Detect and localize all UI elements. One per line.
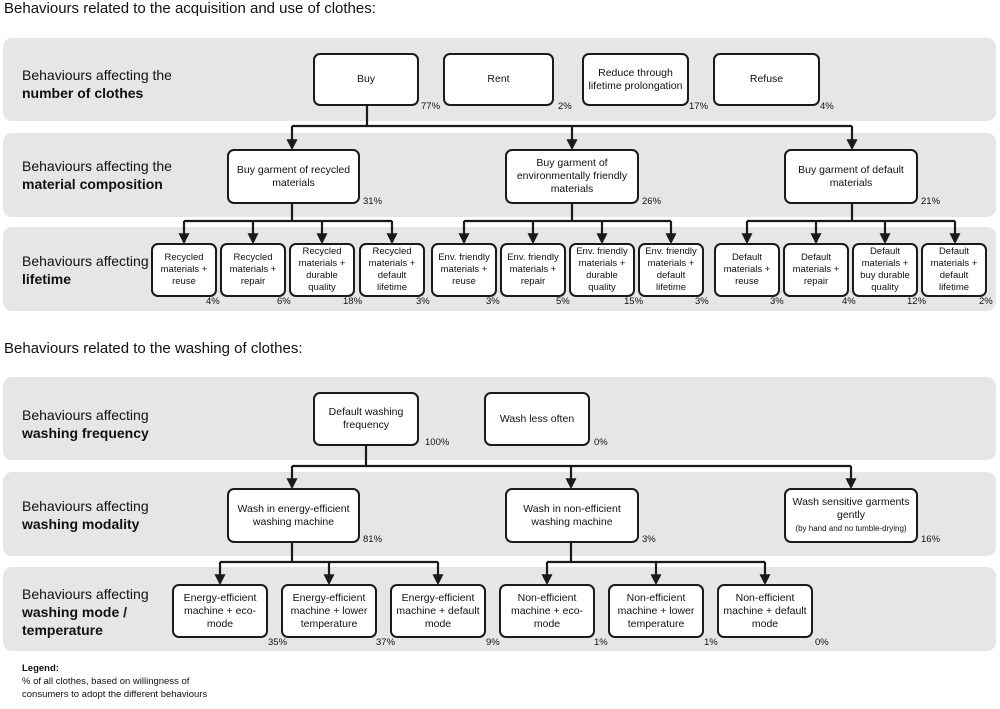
- box-mode-2: Energy-efficient machine + lower tempera…: [281, 584, 377, 638]
- wash-gently-note: (by hand and no tumble-drying): [795, 524, 907, 533]
- row-label-text: Behaviours affecting: [22, 498, 149, 514]
- box-non-efficient-machine: Wash in non-efficient washing machine: [505, 488, 639, 543]
- box-env-friendly-materials: Buy garment of environmentally friendly …: [505, 149, 639, 204]
- legend-title: Legend:: [22, 663, 59, 674]
- box-buy: Buy: [313, 53, 419, 106]
- washing-section-title: Behaviours related to the washing of clo…: [4, 340, 303, 357]
- pct-lifetime-1: 4%: [206, 296, 220, 307]
- row-label-bold: material composition: [22, 176, 163, 192]
- box-lifetime-1: Recycled materials + reuse: [151, 243, 217, 297]
- box-mode-5: Non-efficient machine + lower temperatur…: [608, 584, 704, 638]
- pct-recycled-materials: 31%: [363, 196, 383, 207]
- pct-non-efficient-machine: 3%: [642, 534, 656, 545]
- pct-lifetime-12: 2%: [979, 296, 993, 307]
- pct-mode-4: 1%: [594, 637, 608, 648]
- pct-mode-3: 9%: [486, 637, 500, 648]
- pct-lifetime-2: 6%: [277, 296, 291, 307]
- pct-lifetime-4: 3%: [416, 296, 430, 307]
- box-lifetime-6: Env. friendly materials + repair: [500, 243, 566, 297]
- box-lifetime-5: Env. friendly materials + reuse: [431, 243, 497, 297]
- box-lifetime-2: Recycled materials + repair: [220, 243, 286, 297]
- pct-rent: 2%: [558, 101, 572, 112]
- box-recycled-materials: Buy garment of recycled materials: [227, 149, 360, 204]
- pct-default-washing-frequency: 100%: [425, 437, 450, 448]
- row-label-frequency: Behaviours affecting washing frequency: [22, 406, 149, 442]
- pct-lifetime-6: 5%: [556, 296, 570, 307]
- box-mode-1: Energy-efficient machine + eco-mode: [172, 584, 268, 638]
- row-label-text: Behaviours affecting: [22, 586, 149, 602]
- row-label-text: Behaviours affecting: [22, 407, 149, 423]
- row-label-mode: Behaviours affecting washing mode / temp…: [22, 585, 162, 639]
- pct-env-friendly-materials: 26%: [642, 196, 662, 207]
- box-mode-6: Non-efficient machine + default mode: [717, 584, 813, 638]
- box-energy-efficient-machine: Wash in energy-efficient washing machine: [227, 488, 360, 543]
- box-wash-gently: Wash sensitive garments gently (by hand …: [784, 488, 918, 543]
- box-mode-3: Energy-efficient machine + default mode: [390, 584, 486, 638]
- row-label-number: Behaviours affecting the number of cloth…: [22, 66, 172, 102]
- row-label-bold: number of clothes: [22, 85, 144, 101]
- pct-mode-1: 35%: [268, 637, 288, 648]
- pct-lifetime-11: 12%: [907, 296, 927, 307]
- pct-wash-less-often: 0%: [594, 437, 608, 448]
- box-default-materials: Buy garment of default materials: [784, 149, 918, 204]
- row-label-bold: washing frequency: [22, 425, 149, 441]
- box-wash-less-often: Wash less often: [484, 392, 590, 446]
- row-label-bold: lifetime: [22, 271, 72, 287]
- pct-lifetime-9: 3%: [770, 296, 784, 307]
- pct-lifetime-8: 3%: [695, 296, 709, 307]
- pct-lifetime-7: 15%: [624, 296, 644, 307]
- box-lifetime-11: Default materials + buy durable quality: [852, 243, 918, 297]
- box-lifetime-3: Recycled materials + durable quality: [289, 243, 355, 297]
- box-lifetime-4: Recycled materials + default lifetime: [359, 243, 425, 297]
- pct-energy-efficient-machine: 81%: [363, 534, 383, 545]
- legend-line-2: consumers to adopt the different behavio…: [22, 689, 208, 700]
- row-label-text: Behaviours affecting the: [22, 158, 172, 174]
- pct-lifetime-10: 4%: [842, 296, 856, 307]
- box-rent: Rent: [443, 53, 554, 106]
- pct-mode-6: 0%: [815, 637, 829, 648]
- box-lifetime-9: Default materials + reuse: [714, 243, 780, 297]
- row-label-text: Behaviours affecting the: [22, 67, 172, 83]
- pct-reduce: 17%: [689, 101, 709, 112]
- pct-wash-gently: 16%: [921, 534, 941, 545]
- acquisition-section-title: Behaviours related to the acquisition an…: [4, 0, 376, 17]
- legend: Legend: % of all clothes, based on willi…: [22, 662, 207, 701]
- box-lifetime-10: Default materials + repair: [783, 243, 849, 297]
- pct-default-materials: 21%: [921, 196, 941, 207]
- pct-mode-5: 1%: [704, 637, 718, 648]
- wash-gently-text: Wash sensitive garments gently: [792, 496, 910, 521]
- box-lifetime-12: Default materials + default lifetime: [921, 243, 987, 297]
- pct-lifetime-3: 18%: [343, 296, 363, 307]
- pct-refuse: 4%: [820, 101, 834, 112]
- box-default-washing-frequency: Default washing frequency: [313, 392, 419, 446]
- pct-mode-2: 37%: [376, 637, 396, 648]
- pct-lifetime-5: 3%: [486, 296, 500, 307]
- box-lifetime-7: Env. friendly materials + durable qualit…: [569, 243, 635, 297]
- legend-line-1: % of all clothes, based on willingness o…: [22, 676, 190, 687]
- row-label-bold: washing modality: [22, 516, 140, 532]
- row-label-text: Behaviours affecting: [22, 253, 149, 269]
- box-lifetime-8: Env. friendly materials + default lifeti…: [638, 243, 704, 297]
- row-label-lifetime: Behaviours affecting lifetime: [22, 252, 149, 288]
- row-label-modality: Behaviours affecting washing modality: [22, 497, 149, 533]
- row-label-material: Behaviours affecting the material compos…: [22, 157, 172, 193]
- row-label-bold: washing mode / temperature: [22, 604, 128, 638]
- box-mode-4: Non-efficient machine + eco-mode: [499, 584, 595, 638]
- pct-buy: 77%: [421, 101, 441, 112]
- box-refuse: Refuse: [713, 53, 820, 106]
- box-reduce: Reduce through lifetime prolongation: [582, 53, 689, 106]
